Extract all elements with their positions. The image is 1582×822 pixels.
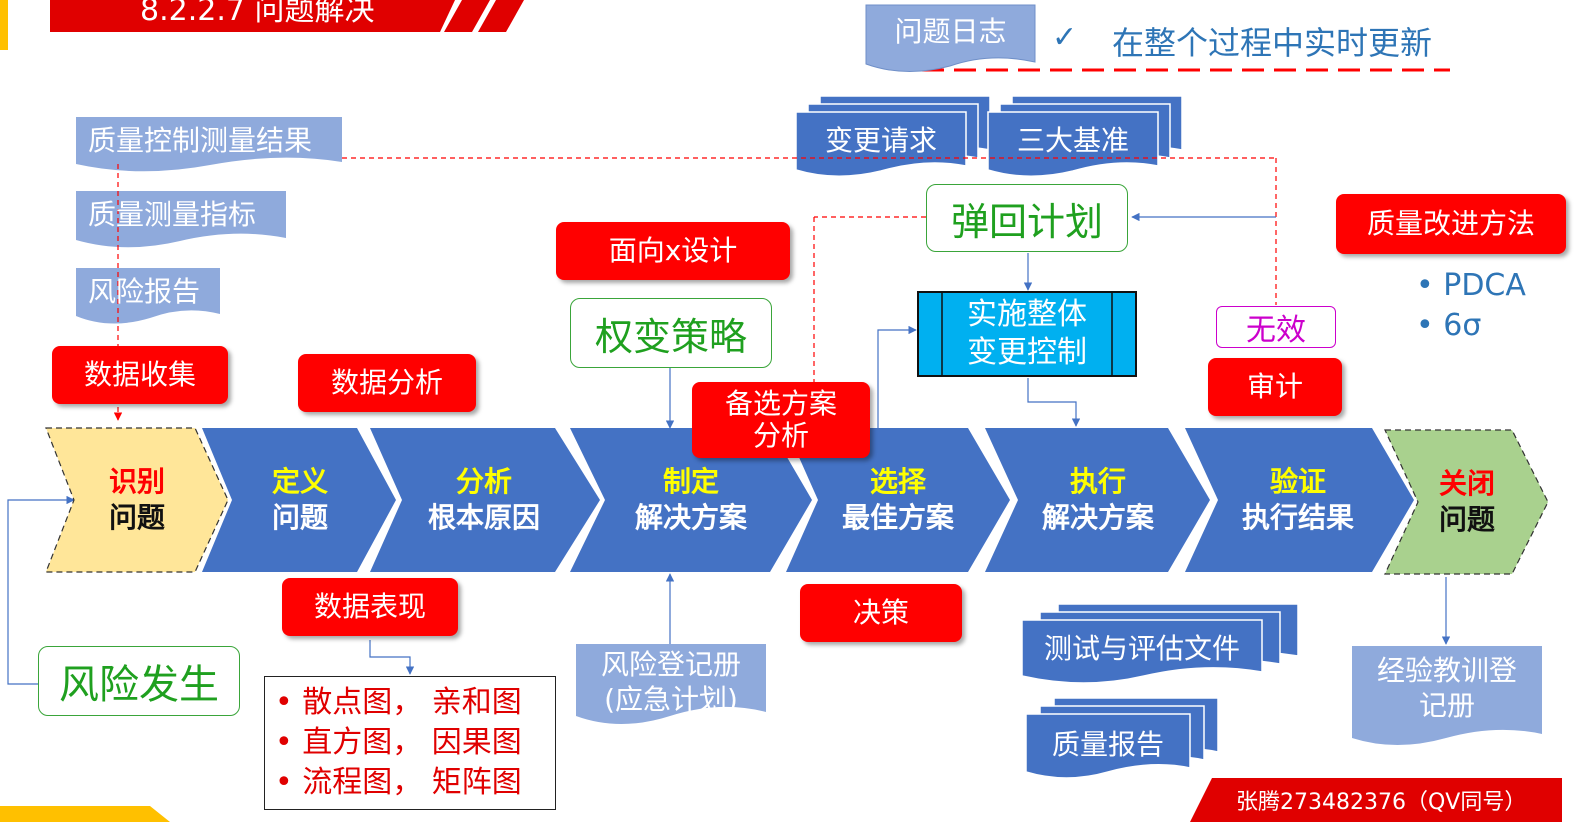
step-analyze-top: 分析 [455, 464, 512, 498]
ice-box [917, 291, 1137, 377]
step-execute: 执行 解决方案 [1016, 444, 1180, 556]
lessons-learned-label: 经验教训登 记册 [1352, 648, 1542, 728]
step-define-top: 定义 [271, 464, 328, 498]
baselines-stack [987, 95, 1183, 177]
risk-report-label: 风险报告 [88, 275, 201, 308]
chart-types-item-text: 流程图， 矩阵图 [302, 765, 522, 800]
chart-types-list: • 散点图， 亲和图 • 直方图， 因果图 • 流程图， 矩阵图 [264, 676, 556, 810]
chart-types-item-text: 散点图， 亲和图 [302, 685, 522, 720]
chart-types-item: • 直方图， 因果图 [275, 725, 522, 760]
step-select-top: 选择 [869, 464, 926, 498]
data-analysis-tool: 数据分析 [298, 354, 476, 412]
log-note: 在整个过程中实时更新 [1112, 24, 1433, 62]
risk-occurs: 风险发生 [38, 646, 240, 716]
chart-types-item-text: 直方图， 因果图 [302, 725, 522, 760]
lessons-learned-doc [1352, 646, 1542, 745]
quality-metrics-label: 质量测量指标 [88, 198, 257, 231]
issue-log-doc [865, 4, 1036, 72]
data-collection-tool: 数据收集 [52, 346, 228, 404]
change-request-label: 变更请求 [824, 123, 937, 157]
dashed-connectors [113, 157, 1277, 430]
improvement-methods-list: • PDCA • 6σ [1416, 266, 1556, 350]
ice-line1: 实施整体 [967, 297, 1087, 332]
step-identify-top: 识别 [108, 464, 165, 498]
method-item: • PDCA [1416, 268, 1526, 303]
method-item: • 6σ [1416, 308, 1482, 343]
blue-connectors [7, 212, 1451, 685]
risk-register-doc [576, 644, 766, 724]
risk-report-doc [76, 268, 220, 324]
risk-register-line2: (应急计划) [604, 683, 738, 716]
step-select: 选择 最佳方案 [816, 444, 980, 556]
footer-credit: 张腾273482376（QV同号） [1236, 790, 1527, 815]
step-verify: 验证 执行结果 [1216, 444, 1380, 556]
alternatives-analysis-tool: 备选方案 分析 [692, 382, 870, 458]
data-representation-tool: 数据表现 [282, 578, 458, 636]
issue-log-label: 问题日志 [894, 15, 1007, 48]
footer-decor [0, 778, 1562, 822]
step-analyze: 分析 根本原因 [404, 444, 564, 556]
method-pdca: PDCA [1443, 268, 1526, 303]
step-close-bottom: 问题 [1438, 503, 1495, 536]
baselines-label: 三大基准 [1016, 123, 1129, 157]
invalid-label: 无效 [1216, 306, 1336, 348]
risk-register-label: 风险登记册 (应急计划) [576, 646, 766, 718]
step-formulate-bottom: 解决方案 [634, 501, 747, 534]
test-docs-stack [1021, 603, 1299, 684]
step-verify-top: 验证 [1269, 464, 1326, 498]
test-docs-label: 测试与评估文件 [1043, 631, 1240, 665]
chart-types-item: • 散点图， 亲和图 [275, 685, 522, 720]
decision-tool: 决策 [800, 584, 962, 642]
change-request-stack [795, 95, 991, 177]
qc-results-doc [76, 117, 342, 172]
quality-report-stack [1025, 697, 1219, 779]
audit-tool: 审计 [1208, 358, 1342, 416]
header-banner [0, 0, 524, 50]
quality-improvement-tool: 质量改进方法 [1336, 194, 1566, 254]
alternatives-analysis-line2: 分析 [752, 419, 809, 452]
step-formulate: 制定 解决方案 [606, 444, 776, 556]
quality-metrics-doc [76, 191, 286, 248]
qc-results-label: 质量控制测量结果 [88, 124, 313, 157]
lessons-line1: 经验教训登 [1376, 654, 1517, 687]
step-close: 关闭 问题 [1412, 446, 1522, 558]
alternatives-analysis-line1: 备选方案 [724, 386, 837, 420]
ice-label: 实施整体 变更控制 [942, 292, 1112, 376]
method-six-sigma: 6σ [1443, 308, 1482, 343]
step-execute-top: 执行 [1069, 464, 1126, 498]
chart-types-item: • 流程图， 矩阵图 [275, 765, 522, 800]
dfx-tool: 面向x设计 [556, 222, 790, 280]
step-select-bottom: 最佳方案 [841, 501, 954, 534]
checkmark-icon: ✓ [1052, 20, 1078, 55]
header-title: 8.2.2.7 问题解决 [140, 0, 375, 28]
step-identify-bottom: 问题 [108, 501, 165, 534]
quality-report-label: 质量报告 [1051, 727, 1164, 761]
process-chevrons [45, 427, 1549, 575]
ice-line2: 变更控制 [967, 335, 1087, 370]
step-execute-bottom: 解决方案 [1041, 501, 1154, 534]
step-define: 定义 问题 [232, 444, 368, 556]
contingency-strategy: 权变策略 [570, 298, 772, 368]
step-identify: 识别 问题 [72, 444, 202, 556]
step-formulate-top: 制定 [662, 464, 719, 498]
fallback-plan: 弹回计划 [926, 184, 1128, 252]
step-define-bottom: 问题 [271, 501, 328, 534]
risk-register-line1: 风险登记册 [600, 648, 741, 681]
lessons-line2: 记册 [1418, 689, 1475, 722]
step-analyze-bottom: 根本原因 [427, 501, 540, 534]
step-verify-bottom: 执行结果 [1241, 501, 1354, 534]
step-close-top: 关闭 [1438, 466, 1495, 500]
